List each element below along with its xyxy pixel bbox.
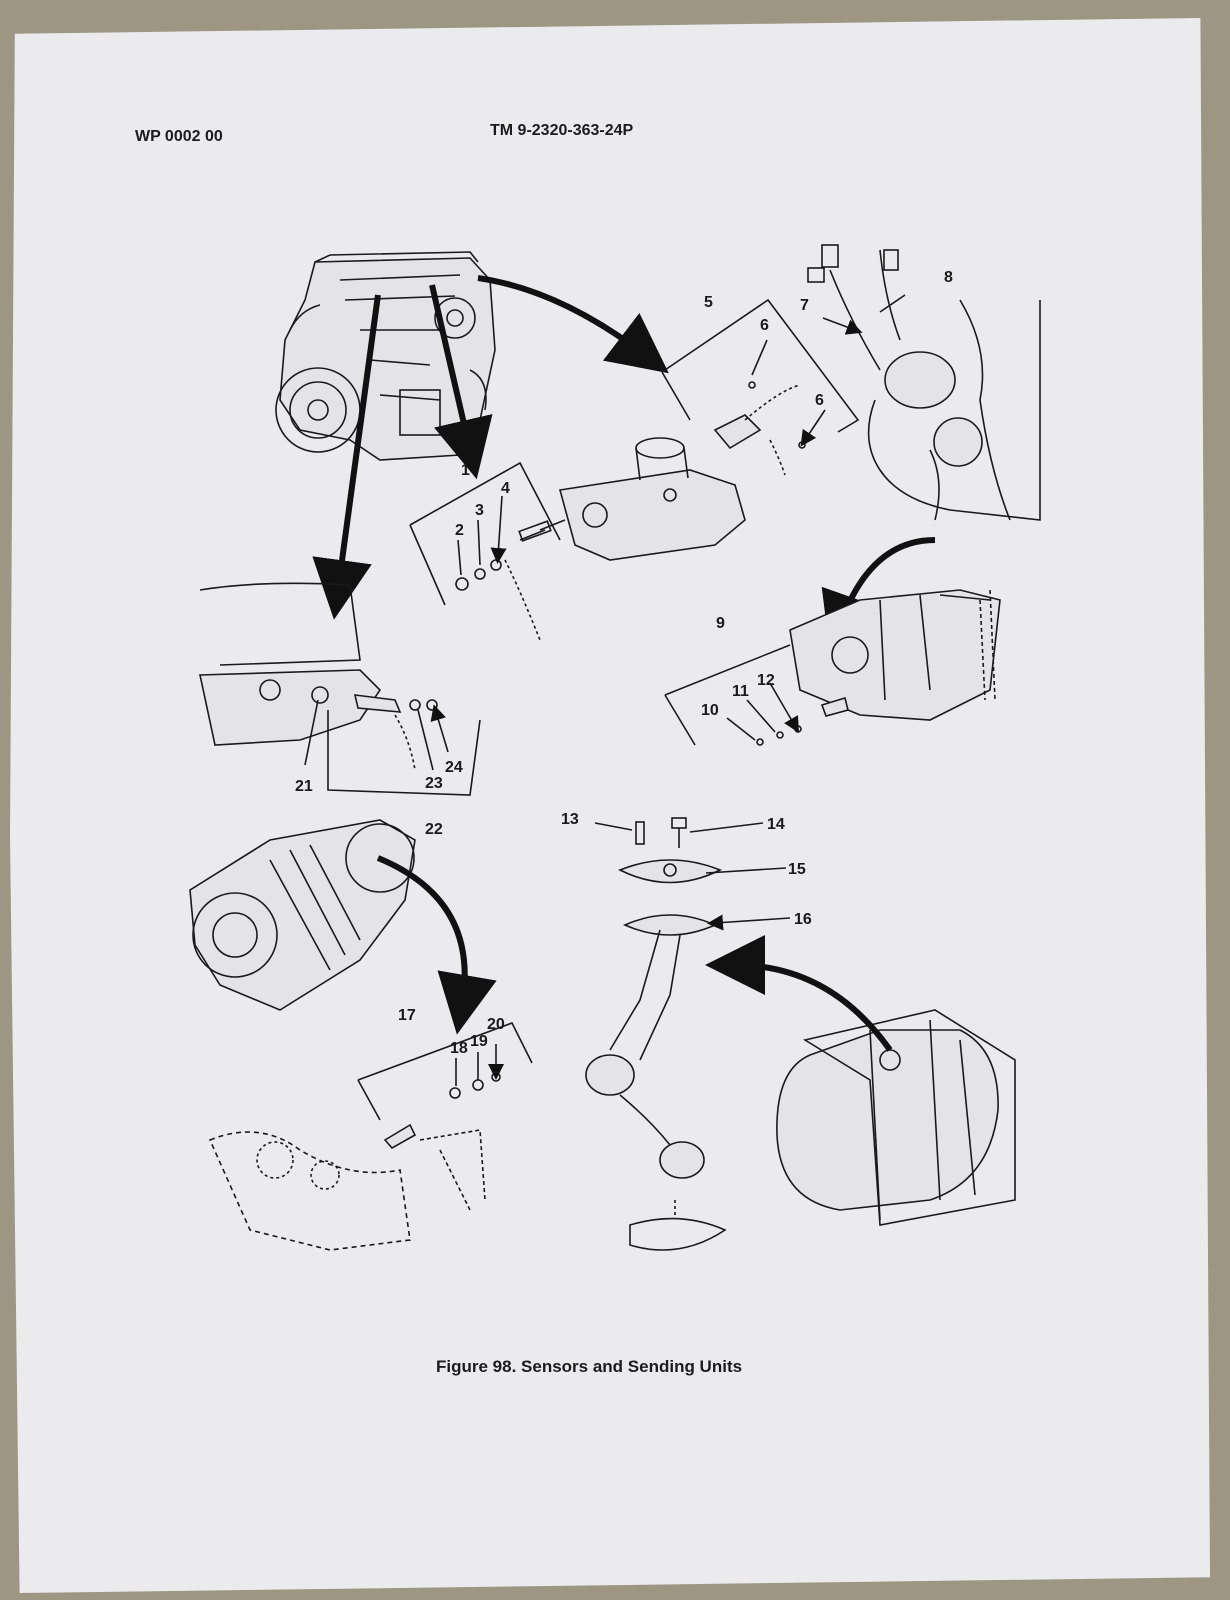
arrow-to-coolant-sensor [429,284,493,480]
callout-10: 10 [701,702,719,719]
callout-23: 23 [425,775,443,792]
arrow-to-oil-sensor [477,275,669,374]
callout-9: 9 [716,615,725,632]
washer-stack-2-4 [455,559,502,591]
callout-15: 15 [788,861,806,878]
callout-19: 19 [470,1033,488,1050]
callout-14: 14 [767,816,785,833]
washer-stack-18-20 [449,1072,501,1099]
callout-21: 21 [295,778,313,795]
paper-sheet [10,18,1210,1593]
arrow-to-trans-sensor [376,855,497,1035]
callout-12: 12 [757,672,775,689]
housing-drawing-9 [199,582,1001,721]
oil-pan-drawing [199,669,438,771]
callout-3: 3 [475,502,484,519]
callout-6b: 6 [815,392,824,409]
callout-labels: 1 2 3 4 5 6 6 7 8 9 10 11 12 13 14 15 16… [295,269,953,1057]
bracket-17 [357,1022,533,1121]
engine-drawing [275,251,496,461]
arrow-to-fuel-sender [705,935,893,1052]
transmission-drawing [189,819,416,1011]
callout-5: 5 [704,294,713,311]
callout-18: 18 [450,1040,468,1057]
arrow-to-oil-pan-sensor [312,294,381,620]
bracket-5 [661,298,860,433]
figure-caption: Figure 98. Sensors and Sending Units [436,1357,743,1376]
bracket-9 [664,644,791,746]
callout-16: 16 [794,911,812,928]
wiring-harness-drawing [807,244,1041,521]
callout-24: 24 [445,759,463,776]
coolant-housing-drawing [504,437,746,641]
sensor-10-12 [756,696,849,746]
callout-22: 22 [425,821,443,838]
callout-13: 13 [561,811,579,828]
callout-17: 17 [398,1007,416,1024]
manual-number: TM 9-2320-363-24P [490,122,634,139]
bracket-22 [327,710,481,796]
callout-1: 1 [461,462,470,479]
valve-body-drawing [208,1123,486,1251]
callout-11: 11 [732,683,749,700]
callout-6a: 6 [760,317,769,334]
callout-20: 20 [487,1016,505,1033]
oil-sender-drawing [713,381,806,476]
callout-8: 8 [944,269,953,286]
callout-7: 7 [800,297,809,314]
fuel-tank-drawing [776,1009,1016,1226]
callout-2: 2 [455,522,464,539]
bracket-1 [409,461,561,606]
work-package-number: WP 0002 00 [135,128,223,145]
callout-4: 4 [501,480,510,497]
fuel-sender-drawing [585,817,727,1251]
